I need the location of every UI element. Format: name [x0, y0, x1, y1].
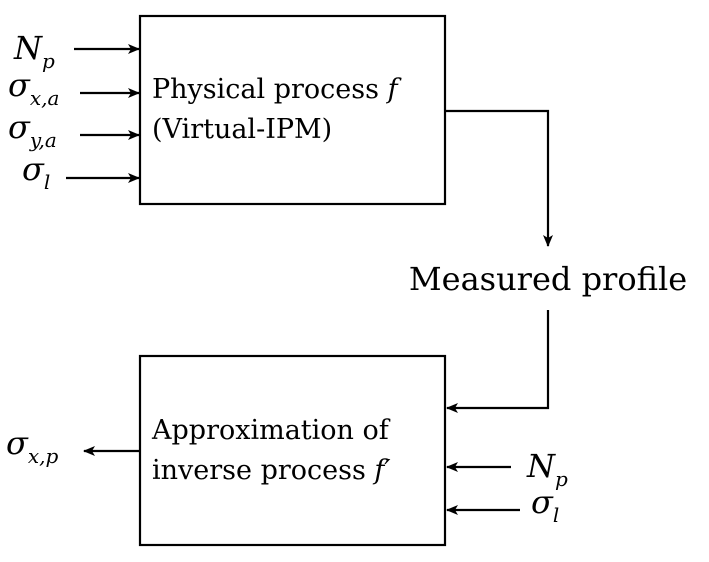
- physical-process-box: [138, 14, 447, 206]
- physical-process-label: Physical process f: [152, 74, 402, 105]
- input-label-sigma-ya: σy,a: [8, 108, 57, 152]
- forward-function-symbol: f: [386, 74, 402, 105]
- output-label-sigma-xp: σx,p: [6, 424, 58, 468]
- inverse-input-label-sigma-l: σl: [531, 483, 559, 527]
- input-label-np: Np: [13, 29, 55, 73]
- input-label-sigma-l: σl: [22, 150, 50, 194]
- measured-profile-wire: [446, 310, 550, 413]
- virtual-ipm-label: (Virtual-IPM): [152, 114, 332, 145]
- inverse-process-box: [138, 354, 447, 547]
- inverse-process-label: inverse process f′: [152, 455, 391, 486]
- measured-profile-label: Measured profile: [409, 260, 687, 298]
- forward-output-wire: [446, 109, 553, 247]
- approximation-label: Approximation of: [151, 415, 391, 446]
- inverse-function-symbol: f′: [372, 455, 390, 486]
- inverse-input-label-np: Np: [526, 447, 568, 491]
- input-label-sigma-xa: σx,a: [8, 66, 59, 110]
